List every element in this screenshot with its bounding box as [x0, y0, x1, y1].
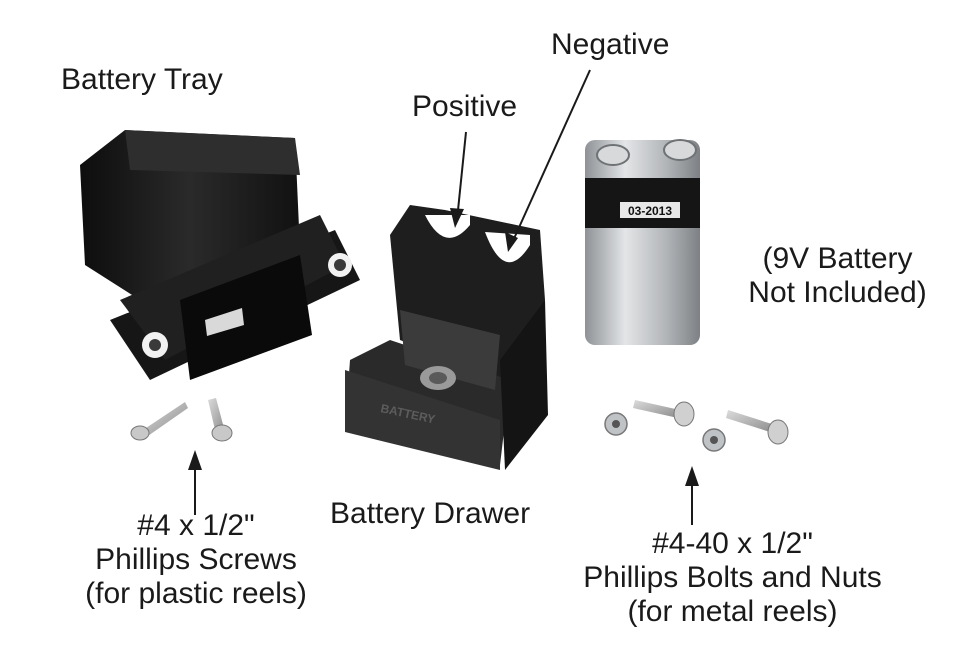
phillips-bolts-and-nuts — [604, 400, 789, 452]
label-negative: Negative — [551, 28, 670, 61]
battery-line-1: (9V Battery — [762, 242, 913, 275]
battery-line-2: Not Included) — [748, 276, 927, 309]
label-battery-tray: Battery Tray — [61, 63, 223, 96]
bolts-line-1: #4-40 x 1/2" — [652, 527, 813, 560]
arrow-screws — [188, 450, 202, 515]
label-phillips-bolts-and-nuts: #4-40 x 1/2" Phillips Bolts and Nuts (fo… — [560, 527, 905, 629]
arrow-positive — [450, 131, 467, 228]
bolts-line-3: (for metal reels) — [627, 595, 838, 628]
battery-date-code: 03-2013 — [628, 204, 672, 218]
nine-volt-battery: 03-2013 — [585, 139, 700, 345]
battery-tray — [80, 130, 360, 380]
screws-line-3: (for plastic reels) — [85, 577, 307, 610]
arrow-negative — [505, 69, 591, 252]
phillips-screws — [130, 398, 233, 442]
label-battery-drawer: Battery Drawer — [330, 497, 531, 530]
arrow-bolts — [685, 466, 699, 525]
label-positive: Positive — [412, 90, 518, 123]
bolts-line-2: Phillips Bolts and Nuts — [583, 561, 882, 594]
battery-drawer: BATTERY — [345, 205, 548, 470]
label-battery-not-included: (9V Battery Not Included) — [735, 242, 940, 310]
screws-line-2: Phillips Screws — [95, 543, 297, 576]
screws-line-1: #4 x 1/2" — [137, 509, 255, 542]
label-phillips-screws: #4 x 1/2" Phillips Screws (for plastic r… — [70, 509, 322, 611]
